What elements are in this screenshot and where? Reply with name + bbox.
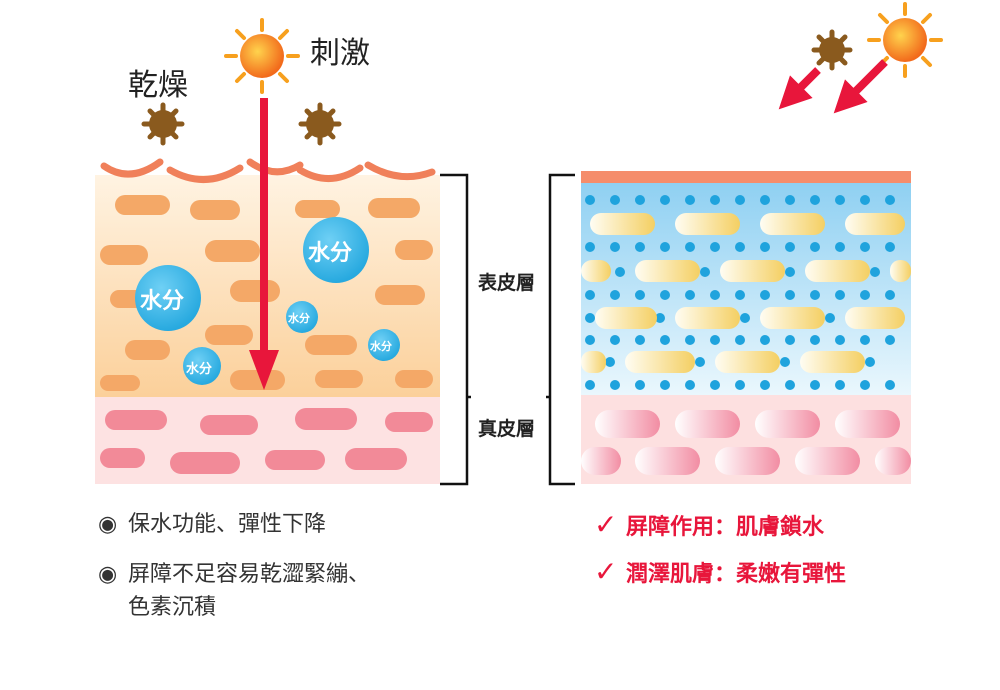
bullet-icon: ◉ [98, 512, 118, 537]
irritation-label: 刺激 [310, 36, 370, 71]
note-left-1: ◉保水功能、彈性下降 [98, 508, 326, 541]
moisture-label-large: 水分 [140, 289, 185, 314]
sun-icon [867, 2, 943, 78]
stratum-corneum-top [581, 171, 911, 183]
moisture-label-small: 水分 [370, 340, 392, 353]
moisture-drop-large [135, 265, 201, 331]
moisture-dots [585, 195, 895, 390]
benefit-1: ✓屏障作用：肌膚鎖水 [594, 508, 825, 541]
moisture-drops [135, 217, 400, 385]
layer-bracket-right [546, 173, 575, 486]
moisture-label-small: 水分 [186, 362, 213, 377]
moisture-drop-small [183, 347, 221, 385]
check-icon: ✓ [594, 508, 618, 541]
moisture-drop-small [286, 301, 318, 333]
dermis-cells-right [581, 410, 911, 475]
benefit-2: ✓潤澤肌膚：柔嫩有彈性 [594, 555, 847, 588]
dryness-label: 乾燥 [128, 68, 188, 103]
dermis-label: 真皮層 [478, 418, 536, 440]
layer-bracket-left [440, 173, 471, 486]
irritation-arrow [249, 98, 279, 390]
blocked-arrows [778, 59, 888, 114]
dust-particle-icon [811, 29, 853, 71]
moisture-label-small: 水分 [288, 312, 310, 325]
bullet-icon: ◉ [98, 562, 118, 587]
dry-flakes [100, 158, 436, 183]
sun-icon [224, 18, 300, 94]
epidermis-label: 表皮層 [478, 272, 536, 294]
dust-particle-spikes [141, 102, 342, 146]
moisture-label-large: 水分 [308, 241, 353, 266]
check-icon: ✓ [594, 555, 618, 588]
note-left-2: ◉屏障不足容易乾澀緊繃、 色素沉積 [98, 558, 370, 624]
lipid-pills [581, 213, 911, 373]
epidermis-cells-left [100, 195, 433, 391]
moisture-drop-large [303, 217, 369, 283]
dermis-cells-left [100, 408, 433, 474]
moisture-drop-small [368, 329, 400, 361]
